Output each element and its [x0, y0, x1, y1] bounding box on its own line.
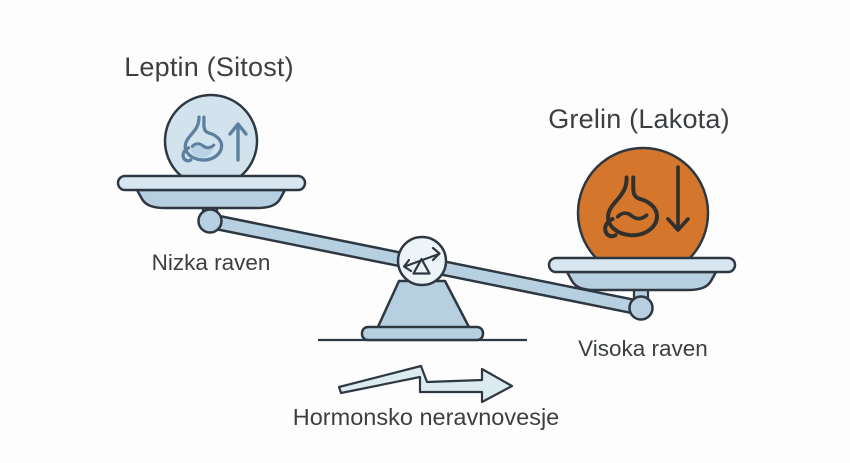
- stomach-up-icon: [181, 115, 224, 163]
- up-arrow-icon: [228, 122, 248, 162]
- seesaw-icon: [402, 246, 441, 275]
- left-scale-pan: [116, 174, 307, 234]
- stomach-down-icon: [603, 175, 659, 239]
- scale-base: [318, 279, 527, 342]
- leptin-level-label: Nizka raven: [151, 250, 271, 275]
- pivot-circle: [396, 235, 448, 287]
- down-arrow-icon: [666, 165, 690, 232]
- caption: Hormonsko neravnovesje: [292, 404, 560, 430]
- ghrelin-level-label: Visoka raven: [578, 336, 708, 361]
- right-scale-pan: [547, 256, 737, 321]
- leptin-title: Leptin (Sitost): [124, 52, 294, 82]
- leptin-circle: [163, 93, 259, 189]
- ghrelin-circle: [576, 146, 710, 280]
- imbalance-arrow-icon: [337, 364, 514, 404]
- ghrelin-title: Grelin (Lakota): [548, 104, 730, 134]
